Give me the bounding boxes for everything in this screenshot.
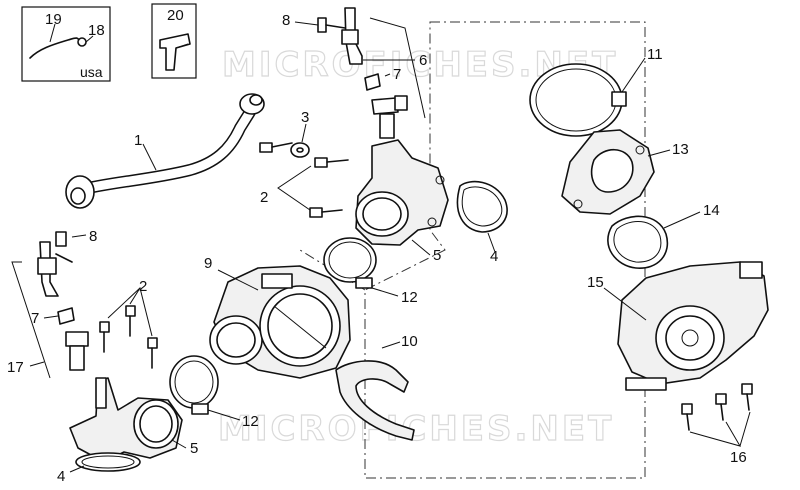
throttle-body-part-9: 9 [204,255,351,379]
callout-4-lower: 4 [57,468,65,485]
upper-intake-manifold-part-5: 5 [355,139,449,264]
callout-7-upper: 7 [393,66,401,83]
callout-19: 19 [45,11,62,28]
callout-18: 18 [88,22,105,39]
callout-8-upper: 8 [282,12,290,29]
upper-injector-assembly: 8 7 6 [282,7,427,139]
callout-12-upper: 12 [401,289,418,306]
callout-11: 11 [647,46,663,63]
region-outline-extension [299,249,366,291]
lower-intake-manifold-part-5: 5 [69,377,198,463]
inset-box-usa-hose: 19 18 usa [21,6,111,82]
inset-box-bracket: 20 [151,3,197,79]
callout-2-lower: 2 [139,278,147,295]
washer-part-3: 3 [290,109,310,158]
callout-10: 10 [401,333,418,350]
clamp-part-11: 11 [529,46,663,137]
callout-4-upper: 4 [490,248,498,265]
watermark-bottom: MICROFICHES.NET [218,409,614,449]
callout-8-lower: 8 [89,228,97,245]
clamp-part-12-upper: 12 [323,237,418,306]
screws-part-2-upper: 2 [259,142,349,218]
lower-injector-assembly: 8 7 17 [7,228,97,379]
callout-13: 13 [672,141,689,158]
callout-15: 15 [587,274,604,291]
gasket-part-4-lower: 4 [57,452,141,485]
callout-16: 16 [730,449,747,466]
throttle-body-part-15: 15 [587,261,769,391]
callout-9: 9 [204,255,212,272]
screws-part-2-lower: 2 [99,278,158,369]
gasket-part-4-upper: 4 [456,180,508,265]
callout-20: 20 [167,7,184,24]
gasket-part-14: 14 [607,202,720,269]
callout-5-lower: 5 [190,440,198,457]
callout-14: 14 [703,202,720,219]
adapter-part-13: 13 [561,129,689,215]
callout-1: 1 [134,132,142,149]
region-outline [364,21,646,479]
callout-3: 3 [301,109,309,126]
callout-12-lower: 12 [242,413,259,430]
callout-17: 17 [7,359,24,376]
callout-7-lower: 7 [31,310,39,327]
region-label-usa: usa [80,64,103,80]
callout-2-upper: 2 [260,189,268,206]
breather-hose-part-1: 1 [65,93,265,209]
callout-6: 6 [419,52,427,69]
screws-part-16: 16 [681,383,753,466]
clamp-part-12-lower: 12 [169,355,259,430]
callout-5-upper: 5 [433,247,441,264]
cover-part-10: 10 [335,333,418,441]
